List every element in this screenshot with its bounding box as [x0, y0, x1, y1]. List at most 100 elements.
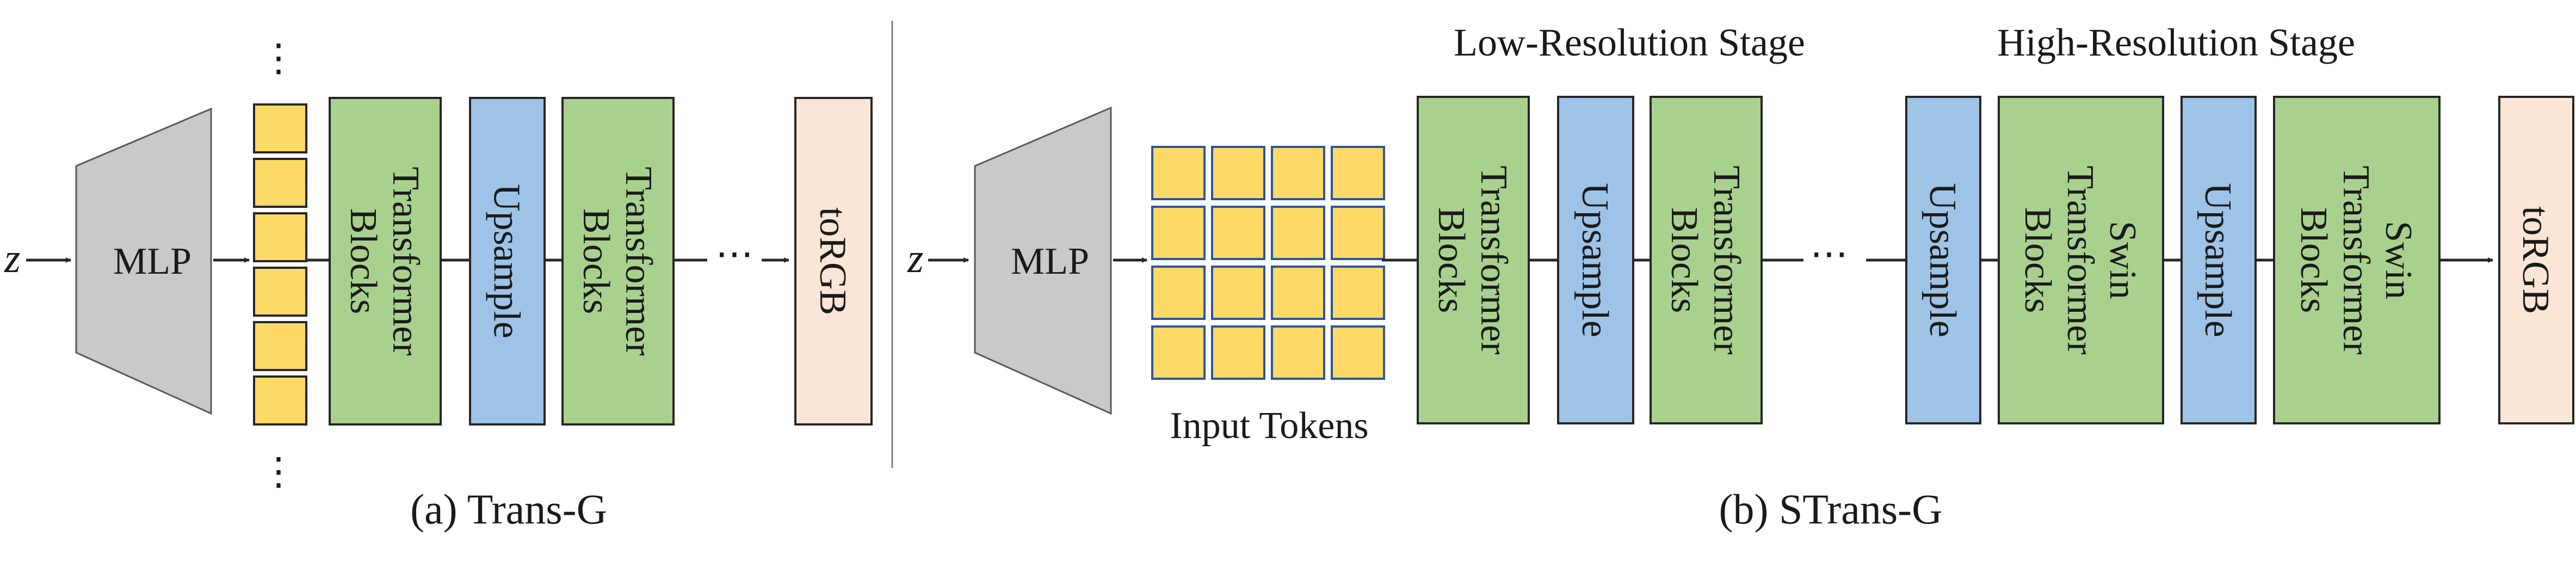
token-cell — [1151, 146, 1206, 200]
block-upsample-1-box — [469, 97, 546, 426]
token-cell — [1151, 206, 1206, 260]
block-torgb-b-label-line: toRGB — [2515, 206, 2556, 314]
panel-a-mlp-shape — [75, 107, 212, 415]
token-cell — [1211, 146, 1265, 200]
token-cell — [1331, 266, 1385, 320]
block-upsample-3-label-line: Upsample — [2197, 183, 2239, 337]
block-upsample-3-label: Upsample — [2197, 183, 2239, 337]
token-cell — [253, 375, 307, 426]
panel-b-token-grid — [1151, 146, 1385, 380]
token-cell — [1271, 146, 1325, 200]
block-transformer-1-label: TransformerBlocks — [342, 167, 427, 355]
block-swin-2-label-line: Swin — [2377, 221, 2419, 299]
token-cell — [1211, 266, 1265, 320]
token-cell — [1271, 266, 1325, 320]
block-transformer-1: TransformerBlocks — [329, 97, 442, 426]
block-torgb-label: toRGB — [812, 207, 854, 315]
block-torgb-b-box — [2498, 96, 2574, 424]
block-transformer-1: TransformerBlocks — [1417, 96, 1530, 424]
input-tokens-label: Input Tokens — [1170, 405, 1368, 447]
block-swin-1-label-line: Swin — [2102, 221, 2143, 299]
block-transformer-1-label-line: Transformer — [1473, 165, 1515, 354]
panel-a-input-z: z — [4, 236, 21, 281]
block-upsample-2: Upsample — [1905, 96, 1981, 424]
panel-b-caption: (b) STrans-G — [1719, 485, 1943, 533]
block-swin-2: SwinTransformerBlocks — [2273, 96, 2441, 424]
block-transformer-2-label-line: Transformer — [617, 167, 659, 355]
block-upsample-1-label: Upsample — [486, 184, 528, 338]
token-cell — [1331, 146, 1385, 200]
block-torgb-b: toRGB — [2498, 96, 2574, 424]
block-swin-2-box — [2273, 96, 2441, 424]
block-swin-1-box — [1998, 96, 2164, 424]
token-cell — [253, 103, 307, 153]
block-transformer-1-label: TransformerBlocks — [1430, 165, 1515, 354]
block-upsample-1-label: Upsample — [1574, 183, 1616, 337]
token-cell — [253, 321, 307, 371]
panel-b: z MLP Input Tokens ⋯ Low-Resolution Stag… — [907, 21, 2574, 533]
token-cell — [1211, 325, 1265, 380]
block-torgb-b-label: toRGB — [2515, 206, 2556, 314]
block-upsample-2-box — [1905, 96, 1981, 424]
panel-b-ellipsis: ⋯ — [1810, 233, 1848, 275]
panel-a-mlp-label: MLP — [113, 241, 191, 282]
block-upsample-3: Upsample — [2180, 96, 2257, 424]
block-torgb-box — [794, 97, 873, 426]
token-cell — [1211, 206, 1265, 260]
block-transformer-2: TransformerBlocks — [1650, 96, 1763, 424]
block-torgb-label-line: toRGB — [812, 207, 854, 315]
token-cell — [1331, 325, 1385, 380]
block-swin-2-label: SwinTransformerBlocks — [2293, 165, 2419, 354]
token-cell — [1151, 325, 1206, 380]
token-cell — [1271, 206, 1325, 260]
panel-a-caption: (a) Trans-G — [410, 485, 607, 533]
block-upsample-3-box — [2180, 96, 2257, 424]
block-swin-1: SwinTransformerBlocks — [1998, 96, 2164, 424]
token-cell — [253, 267, 307, 317]
block-upsample-2-label: Upsample — [1922, 183, 1963, 337]
low-resolution-stage-title: Low-Resolution Stage — [1454, 21, 1805, 64]
block-transformer-1-box — [329, 97, 442, 426]
block-swin-2-label-line: Transformer — [2335, 165, 2377, 354]
high-resolution-stage-title: High-Resolution Stage — [1997, 21, 2355, 64]
block-transformer-2-label: TransformerBlocks — [1663, 165, 1747, 354]
token-cell — [1151, 266, 1206, 320]
block-transformer-2-label-line: Transformer — [1706, 165, 1747, 354]
block-swin-1-label: SwinTransformerBlocks — [2017, 165, 2143, 354]
block-swin-1-label-line: Blocks — [2017, 207, 2059, 313]
block-upsample-1-label-line: Upsample — [1574, 183, 1616, 337]
block-transformer-2-label-line: Blocks — [575, 208, 617, 314]
token-cell — [1271, 325, 1325, 380]
panel-b-input-z: z — [907, 236, 924, 281]
block-swin-1-label-line: Transformer — [2059, 165, 2101, 354]
block-transformer-2-label: TransformerBlocks — [575, 167, 659, 355]
block-transformer-1-label-line: Blocks — [342, 208, 384, 314]
block-upsample-2-label-line: Upsample — [1922, 183, 1963, 337]
block-transformer-2: TransformerBlocks — [561, 97, 675, 426]
block-transformer-2-label-line: Blocks — [1663, 207, 1705, 313]
block-transformer-2-box — [1650, 96, 1763, 424]
block-upsample-1-box — [1557, 96, 1634, 424]
panel-b-mlp-shape — [974, 106, 1112, 415]
block-upsample-1: Upsample — [469, 97, 546, 426]
block-torgb: toRGB — [794, 97, 873, 426]
token-cell — [1331, 206, 1385, 260]
block-swin-2-label-line: Blocks — [2293, 207, 2334, 313]
panel-b-mlp-label: MLP — [1011, 241, 1089, 282]
block-transformer-1-box — [1417, 96, 1530, 424]
block-transformer-1-label-line: Blocks — [1430, 207, 1472, 313]
token-cell — [253, 158, 307, 208]
token-cell — [253, 212, 307, 262]
panel-a-vertical-ellipsis-top: ⋮ — [260, 38, 298, 79]
panel-a-token-column — [253, 103, 307, 426]
block-transformer-1-label-line: Transformer — [385, 167, 427, 355]
block-transformer-2-box — [561, 97, 675, 426]
block-upsample-1-label-line: Upsample — [486, 184, 528, 338]
panel-a-vertical-ellipsis-bottom: ⋮ — [260, 451, 298, 493]
panel-a-ellipsis: ⋯ — [715, 233, 753, 275]
